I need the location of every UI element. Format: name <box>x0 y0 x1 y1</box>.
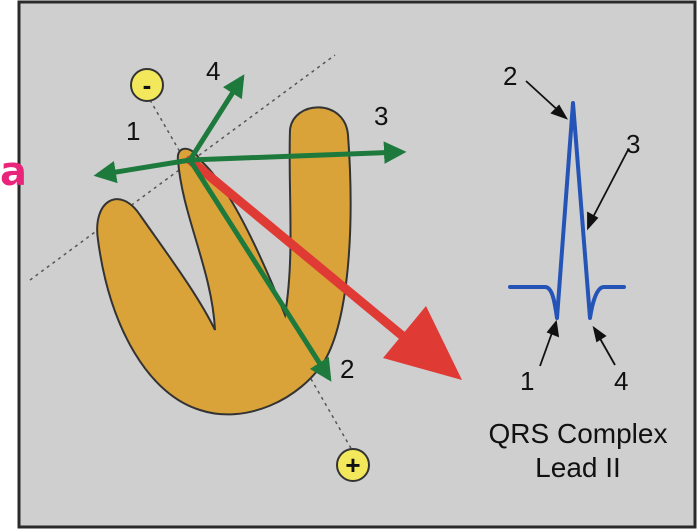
qrs-caption-line2: Lead II <box>535 452 621 483</box>
qrs-label-4: 4 <box>614 366 628 396</box>
qrs-label-3: 3 <box>626 129 640 159</box>
qrs-complex-trace <box>508 101 626 320</box>
mean-qrs-axis-arrow <box>185 155 462 380</box>
qrs-caption-line1: QRS Complex <box>489 418 668 449</box>
qrs-label-2: 2 <box>503 61 517 91</box>
vector-label-3: 3 <box>374 101 388 131</box>
svg-text:-: - <box>143 70 152 100</box>
vector-arrow-1 <box>93 157 191 184</box>
heart-shape <box>96 106 352 416</box>
vector-arrow-4 <box>187 74 245 162</box>
lead-ii-axis-dotted-line <box>149 99 353 451</box>
vector-arrow-2 <box>187 158 332 382</box>
vector-arrow-3 <box>189 141 407 164</box>
panel-label: a <box>0 149 27 195</box>
svg-text:+: + <box>345 450 360 480</box>
qrs-label-1: 1 <box>520 366 534 396</box>
vector-label-2: 2 <box>340 354 354 384</box>
vector-label-1: 1 <box>126 116 140 146</box>
qrs-pointer-arrows <box>525 80 629 367</box>
vector-label-4: 4 <box>206 56 220 86</box>
negative-electrode: - <box>130 68 164 102</box>
positive-electrode: + <box>336 448 370 482</box>
